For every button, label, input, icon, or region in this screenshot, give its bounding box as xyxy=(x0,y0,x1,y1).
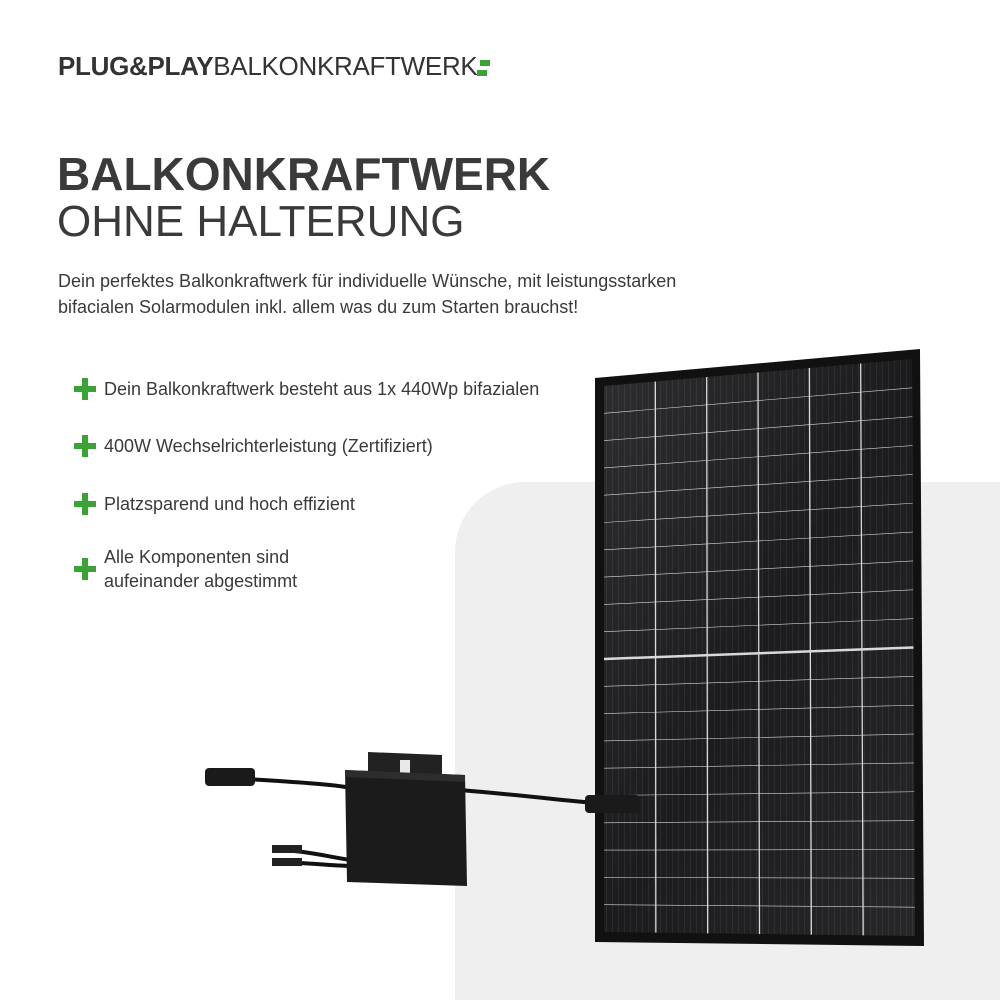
intro-line: bifacialen Solarmodulen inkl. allem was … xyxy=(58,297,579,317)
logo-bold-text: PLUG&PLAY xyxy=(58,51,214,81)
solar-panel xyxy=(595,349,924,946)
feature-text: Alle Komponenten sind aufeinander abgesti… xyxy=(104,545,297,593)
plus-icon xyxy=(74,493,96,515)
logo-mark-icon xyxy=(477,58,491,76)
feature-text-line: Alle Komponenten sind xyxy=(104,547,290,567)
brand-logo: PLUG&PLAYBALKONKRAFTWERK xyxy=(58,51,491,82)
feature-item: 400W Wechselrichterleistung (Zertifizier… xyxy=(74,434,433,458)
plus-icon xyxy=(74,435,96,457)
feature-text: Dein Balkonkraftwerk besteht aus 1x 440W… xyxy=(104,379,540,399)
plus-icon xyxy=(74,378,96,400)
feature-text-line: aufeinander abgestimmt xyxy=(104,571,298,591)
plus-icon xyxy=(74,558,96,580)
feature-item: Platzsparend und hoch effizient xyxy=(74,492,355,516)
feature-item: Dein Balkonkraftwerk besteht aus 1x 440W… xyxy=(74,377,539,401)
feature-item: Alle Komponenten sind aufeinander abgesti… xyxy=(74,545,297,593)
microinverter xyxy=(205,752,640,886)
page-title: BALKONKRAFTWERK xyxy=(57,148,551,200)
feature-text: Platzsparend und hoch effizient xyxy=(104,494,355,514)
logo-light-text: BALKONKRAFTWERK xyxy=(213,51,478,81)
feature-text: 400W Wechselrichterleistung (Zertifizier… xyxy=(104,436,433,456)
page-subtitle: OHNE HALTERUNG xyxy=(57,197,465,246)
intro-line: Dein perfektes Balkonkraftwerk für indiv… xyxy=(58,271,677,291)
intro-text: Dein perfektes Balkonkraftwerk für indiv… xyxy=(58,268,778,320)
